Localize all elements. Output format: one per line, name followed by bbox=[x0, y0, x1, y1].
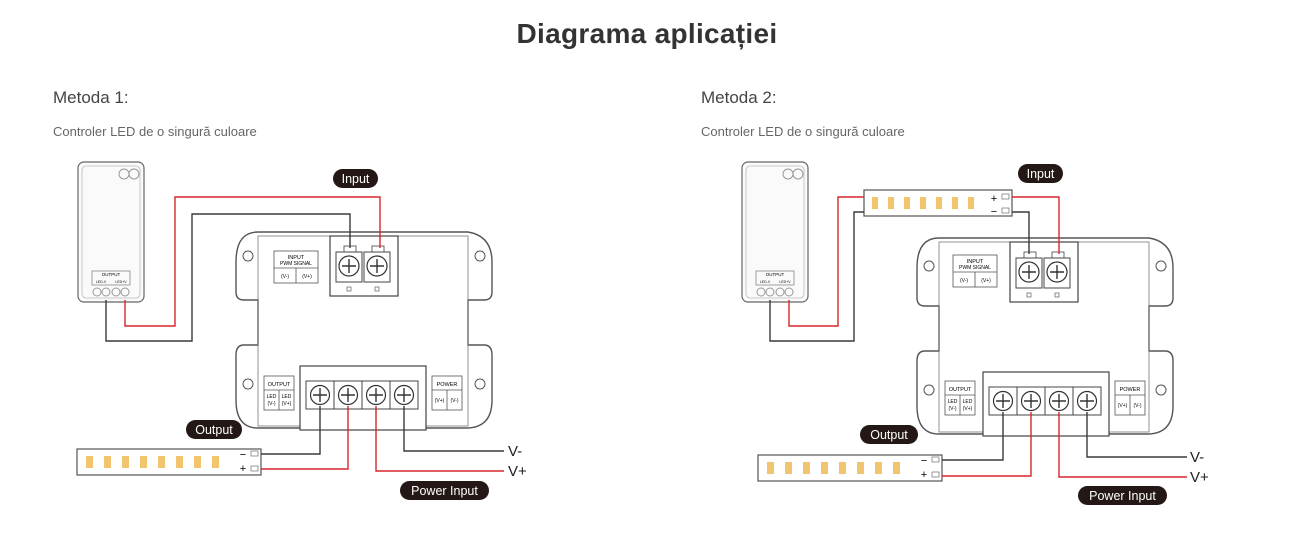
v-minus-label: V- bbox=[508, 443, 522, 460]
method-2-heading: Metoda 2: bbox=[701, 88, 777, 107]
input-vminus-label: (V-) bbox=[960, 278, 968, 284]
output-led-label-1: LED bbox=[948, 399, 958, 405]
method-2-wiring-diagram: OUTPUT LED-V LED+V + − INPUT PW bbox=[741, 161, 1209, 505]
power-vminus-label: (V-) bbox=[450, 398, 458, 404]
power-vminus-label: (V-) bbox=[1133, 403, 1141, 409]
power-label: POWER bbox=[1120, 387, 1141, 393]
output-vplus-label: (V+) bbox=[282, 401, 292, 407]
power-label: POWER bbox=[437, 382, 458, 388]
strip-top-plus-sign: + bbox=[991, 193, 997, 205]
led-strip: − + bbox=[76, 448, 262, 476]
output-vminus-label: (V-) bbox=[267, 401, 275, 407]
svg-text:Output: Output bbox=[870, 428, 908, 442]
output-led-label-2: LED bbox=[963, 399, 973, 405]
remote-led-plus-label: LED+V bbox=[115, 280, 127, 284]
remote-led-minus-label: LED-V bbox=[760, 280, 771, 284]
method-2-subtitle: Controler LED de o singură culoare bbox=[701, 124, 905, 139]
v-minus-label: V- bbox=[1190, 449, 1204, 466]
power-label-box: POWER (V+) (V-) bbox=[431, 375, 463, 411]
svg-text:Power Input: Power Input bbox=[1089, 489, 1156, 503]
strip-plus-sign: + bbox=[240, 463, 246, 475]
remote-dimmer: OUTPUT LED-V LED+V bbox=[77, 161, 145, 303]
output-led-label-1: LED bbox=[267, 394, 277, 400]
input-terminal-block bbox=[329, 235, 399, 297]
output-terminal-block bbox=[299, 365, 427, 431]
input-vplus-label: (V+) bbox=[981, 278, 991, 284]
strip-top-minus-sign: − bbox=[991, 206, 997, 218]
remote-led-plus-label: LED+V bbox=[779, 280, 791, 284]
output-vplus-label: (V+) bbox=[963, 406, 973, 412]
method-1-wiring-diagram: OUTPUT LED-V LED+V INPUT PWM SIGNAL (V-)… bbox=[76, 161, 527, 500]
output-label: OUTPUT bbox=[949, 387, 972, 393]
input-terminal-block bbox=[1009, 241, 1079, 303]
power-vplus-label: (V+) bbox=[435, 398, 445, 404]
power-input-pill: Power Input bbox=[1078, 486, 1167, 505]
output-led-label-2: LED bbox=[282, 394, 292, 400]
input-pill: Input bbox=[333, 169, 378, 188]
input-pill: Input bbox=[1018, 164, 1063, 183]
input-pwm-label-box: INPUT PWM SIGNAL (V-) (V+) bbox=[273, 250, 319, 284]
v-plus-label: V+ bbox=[1190, 469, 1209, 486]
method-1-subtitle: Controler LED de o singură culoare bbox=[53, 124, 257, 139]
input-label: INPUT bbox=[288, 255, 305, 261]
output-vminus-label: (V-) bbox=[948, 406, 956, 412]
power-vplus-label: (V+) bbox=[1118, 403, 1128, 409]
output-label-box: OUTPUT LED (V-) LED (V+) bbox=[263, 375, 295, 411]
v-plus-label: V+ bbox=[508, 463, 527, 480]
svg-text:Output: Output bbox=[195, 423, 233, 437]
output-label-box: OUTPUT LED (V-) LED (V+) bbox=[944, 380, 976, 416]
power-input-pill: Power Input bbox=[400, 481, 489, 500]
svg-text:Input: Input bbox=[342, 172, 370, 186]
input-vplus-label: (V+) bbox=[302, 274, 312, 280]
input-pwm-label-box: INPUT PWM SIGNAL (V-) (V+) bbox=[952, 254, 998, 288]
page-title: Diagrama aplicației bbox=[516, 18, 778, 49]
led-strip: − + bbox=[757, 454, 943, 482]
svg-text:Power Input: Power Input bbox=[411, 484, 478, 498]
remote-led-minus-label: LED-V bbox=[96, 280, 107, 284]
power-label-box: POWER (V+) (V-) bbox=[1114, 380, 1146, 416]
pwm-signal-label: PWM SIGNAL bbox=[959, 265, 991, 271]
remote-dimmer: OUTPUT LED-V LED+V bbox=[741, 161, 809, 303]
output-pill: Output bbox=[860, 425, 918, 444]
output-pill: Output bbox=[186, 420, 242, 439]
wires bbox=[769, 196, 1187, 478]
input-vminus-label: (V-) bbox=[281, 274, 289, 280]
output-terminal-block bbox=[982, 371, 1110, 437]
strip-minus-sign: − bbox=[240, 449, 246, 461]
pwm-signal-label: PWM SIGNAL bbox=[280, 261, 312, 267]
method-1-heading: Metoda 1: bbox=[53, 88, 129, 107]
remote-output-label: OUTPUT bbox=[102, 272, 121, 277]
svg-text:Input: Input bbox=[1027, 167, 1055, 181]
strip-plus-sign: + bbox=[921, 469, 927, 481]
input-label: INPUT bbox=[967, 259, 984, 265]
output-label: OUTPUT bbox=[268, 382, 291, 388]
remote-output-label: OUTPUT bbox=[766, 272, 785, 277]
wires bbox=[105, 196, 504, 472]
strip-minus-sign: − bbox=[921, 455, 927, 467]
led-strip-top: + − bbox=[863, 189, 1013, 218]
